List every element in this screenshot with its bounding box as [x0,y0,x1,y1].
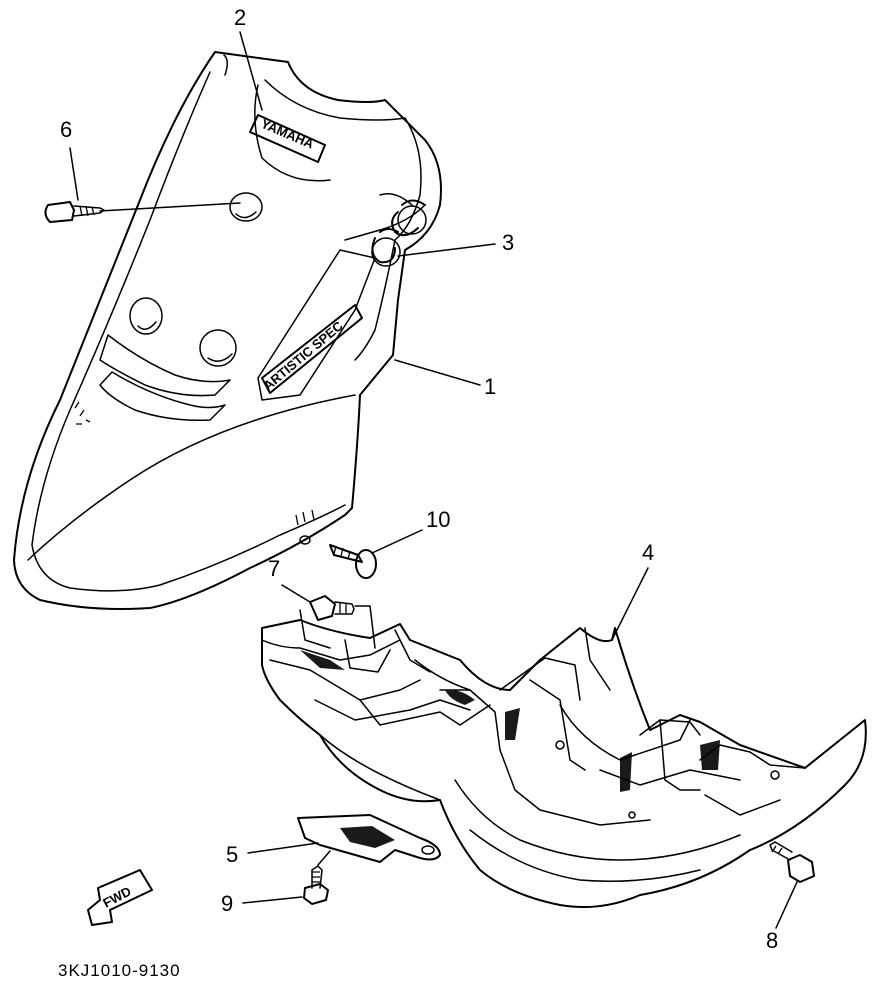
callout-1: 1 [484,374,496,399]
jog-emblem [371,199,427,267]
bolt-7 [309,595,355,621]
spec-decal: ARTISTIC SPEC [260,304,363,394]
callout-8: 8 [766,928,778,953]
callout-4: 4 [642,540,654,565]
callout-10: 10 [426,507,450,532]
callout-5: 5 [226,842,238,867]
rivet-10 [329,544,377,579]
fwd-arrow-icon: FWD [87,869,153,926]
diagram-code: 3KJ1010-9130 [58,961,181,980]
callout-3: 3 [502,230,514,255]
bolt-8 [769,841,815,883]
bracket-plate [297,814,441,863]
callout-numbers: 2 6 3 1 10 4 7 5 9 8 [60,5,778,953]
callout-6: 6 [60,117,72,142]
under-cover [261,609,867,909]
yamaha-emblem-text: YAMAHA [259,116,317,152]
callout-7: 7 [268,556,280,581]
leader-lines [69,31,798,929]
callout-2: 2 [234,5,246,30]
screw-9 [303,865,329,905]
tapping-screw-6 [44,201,105,223]
callout-9: 9 [221,891,233,916]
front-cover [13,51,442,610]
